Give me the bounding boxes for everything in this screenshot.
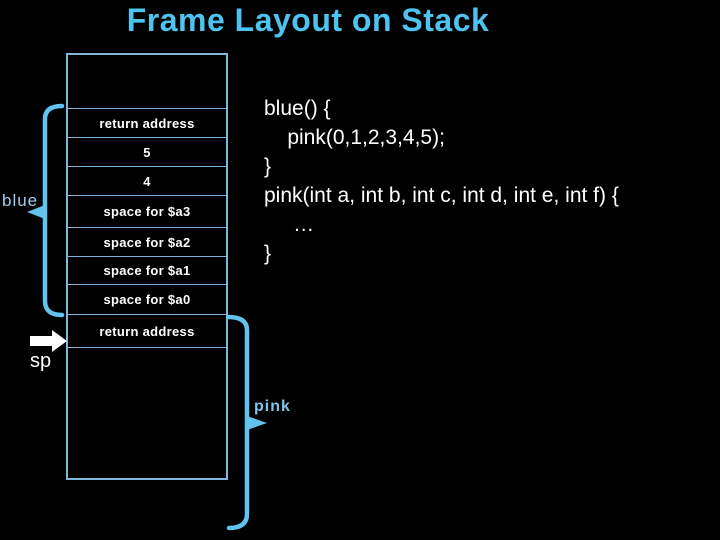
- pink-brace-path: [225, 314, 250, 531]
- stack-cell-space-a2: space for $a2: [68, 228, 226, 257]
- sp-label: sp: [30, 350, 52, 372]
- stack-cell-return-address-pink: return address: [68, 315, 226, 348]
- stack-cell-space-a0: space for $a0: [68, 285, 226, 315]
- code-line: pink(int a, int b, int c, int d, int e, …: [264, 184, 619, 207]
- stack-cell-arg5: 5: [68, 138, 226, 167]
- code-line: blue() {: [264, 97, 331, 120]
- stack-cell-space-a1: space for $a1: [68, 257, 226, 285]
- code-line: }: [264, 242, 272, 265]
- pink-frame-brace: [225, 314, 267, 531]
- blue-brace-path: [42, 103, 65, 318]
- code-block: blue() { pink(0,1,2,3,4,5); } pink(int a…: [264, 94, 619, 268]
- code-line: }: [264, 155, 272, 178]
- code-line: …: [264, 213, 315, 236]
- pink-frame-label: pink: [254, 398, 291, 415]
- stack-cell-empty-bottom: [68, 348, 226, 478]
- stack-diagram: return address 5 4 space for $a3 space f…: [66, 53, 228, 480]
- sp-arrow-icon: [30, 330, 67, 352]
- slide-title: Frame Layout on Stack: [126, 2, 490, 38]
- stack-cell-space-a3: space for $a3: [68, 196, 226, 228]
- blue-frame-label: blue: [2, 191, 39, 210]
- code-line: pink(0,1,2,3,4,5);: [264, 126, 445, 149]
- stack-cell-empty-top: [68, 55, 226, 109]
- stack-cell-return-address-blue: return address: [68, 109, 226, 138]
- pink-brace-point: [247, 416, 267, 430]
- stack-cell-arg4: 4: [68, 167, 226, 196]
